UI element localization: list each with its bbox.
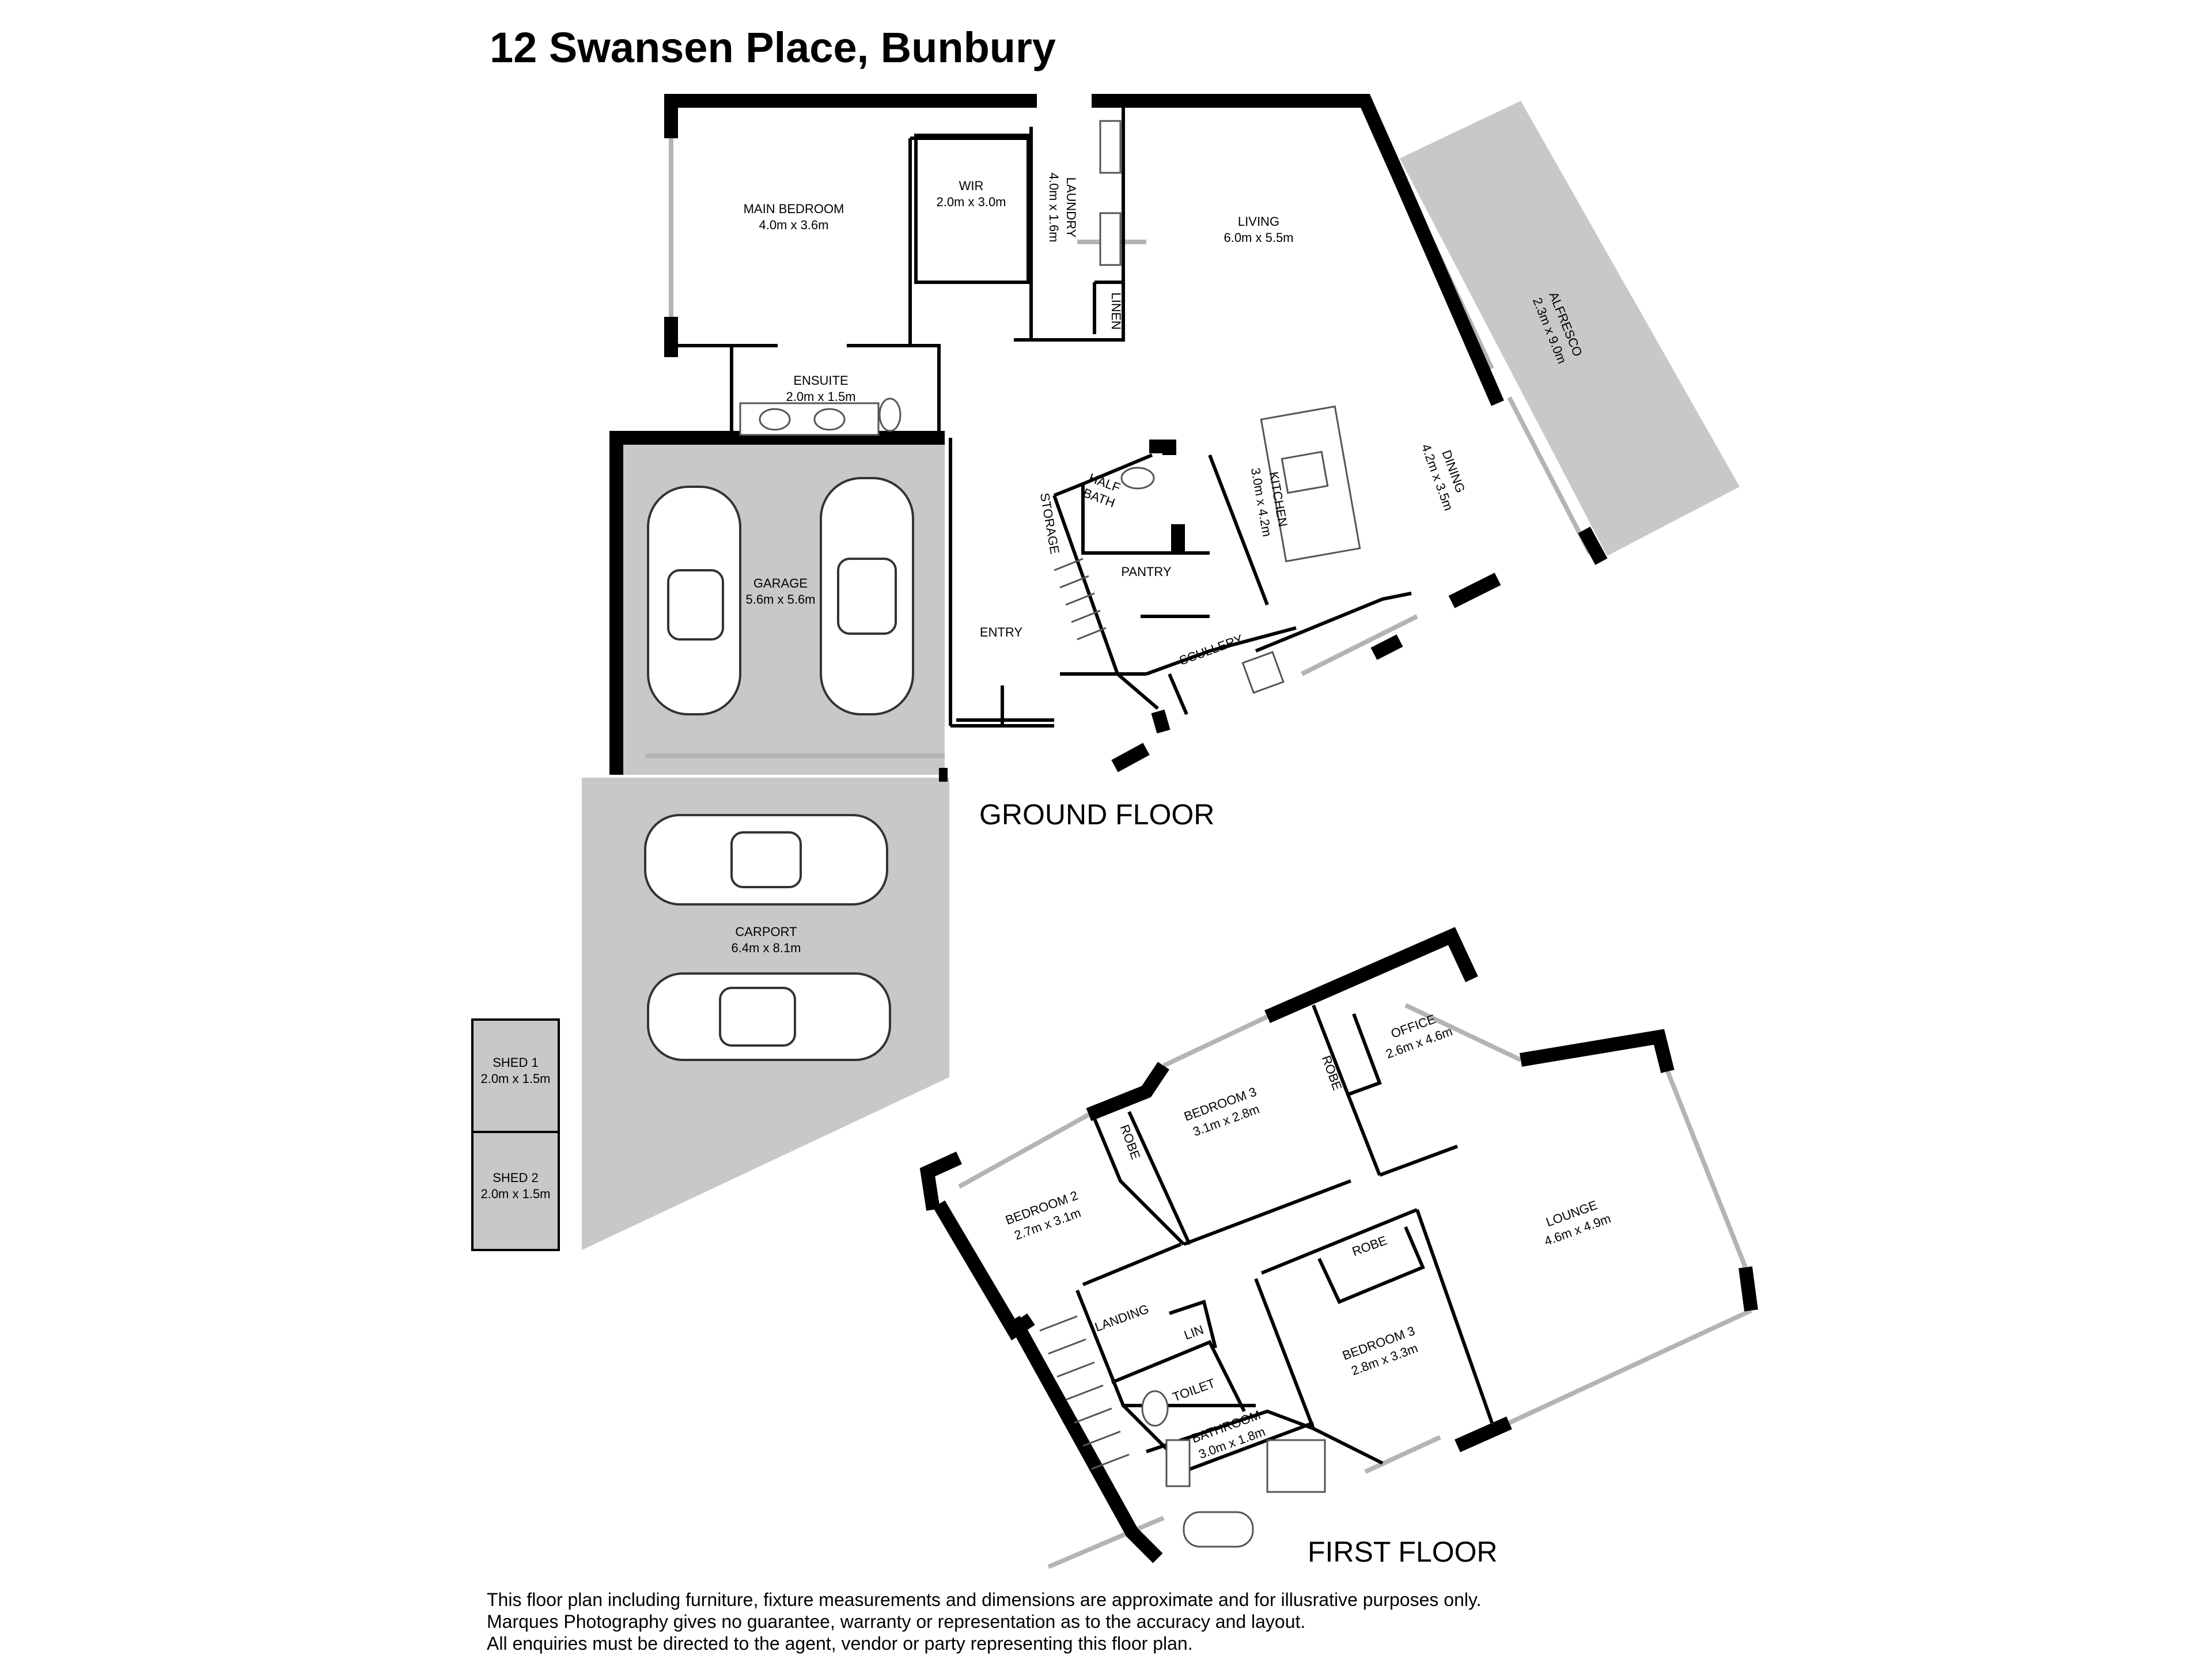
bath-tub-icon: [1183, 1511, 1254, 1548]
shower-icon: [1266, 1439, 1326, 1493]
first-fixtures: [1141, 1390, 1326, 1548]
ensuite-size: 2.0m x 1.5m: [786, 389, 855, 404]
disclaimer-line-1: This floor plan including furniture, fix…: [487, 1589, 1482, 1610]
disclaimer-line-3: All enquiries must be directed to the ag…: [487, 1633, 1193, 1654]
toilet-label: TOILET: [1171, 1376, 1217, 1404]
first-windows: [958, 1003, 1752, 1569]
garage-car-1-icon: [647, 486, 741, 715]
ground-floor-label: GROUND FLOOR: [979, 798, 1215, 831]
ensuite-basin-1: [759, 408, 791, 431]
ground-fixtures: [739, 120, 1361, 694]
wir-label: WIR: [959, 179, 984, 193]
ground-stairs: [1054, 558, 1107, 641]
living-size: 6.0m x 5.5m: [1224, 230, 1293, 245]
laundry-size: 4.0m x 1.6m: [1047, 172, 1061, 242]
laundry-tub: [1099, 120, 1122, 174]
landing-label: LANDING: [1093, 1301, 1150, 1334]
linen-label: LINEN: [1109, 293, 1123, 330]
robe-bed2-label: ROBE: [1118, 1123, 1143, 1161]
carport-label: CARPORT: [735, 925, 797, 939]
first-floor-label: FIRST FLOOR: [1308, 1536, 1498, 1568]
carport-car-2-icon: [647, 972, 891, 1061]
main-bedroom-label: MAIN BEDROOM: [744, 202, 844, 216]
scullery-label: SCULLERY: [1177, 631, 1245, 668]
shed-2-size: 2.0m x 1.5m: [480, 1187, 550, 1201]
shed-1-size: 2.0m x 1.5m: [480, 1071, 550, 1086]
ground-floor: MAIN BEDROOM 4.0m x 3.6m WIR 2.0m x 3.0m…: [471, 94, 1740, 1251]
garage-label: GARAGE: [753, 576, 808, 590]
vanity-icon: [1165, 1439, 1191, 1487]
disclaimer: This floor plan including furniture, fix…: [487, 1589, 1482, 1654]
first-interior-walls: [1075, 1004, 1494, 1476]
living-label: LIVING: [1238, 214, 1279, 229]
disclaimer-line-2: Marques Photography gives no guarantee, …: [487, 1611, 1306, 1632]
half-bath-toilet-icon: [1120, 467, 1155, 490]
first-room-labels: OFFICE 2.6m x 4.6m ROBE BEDROOM 3 3.1m x…: [1003, 1012, 1613, 1461]
garage-car-2-icon: [820, 477, 914, 715]
kitchen-sink-icon: [1281, 450, 1329, 494]
page-title: 12 Swansen Place, Bunbury: [490, 24, 1056, 71]
laundry-label: LAUNDRY: [1064, 177, 1078, 238]
shed-2-area: [471, 1131, 560, 1251]
ensuite-toilet-icon: [878, 397, 902, 432]
wir-size: 2.0m x 3.0m: [936, 195, 1006, 209]
lin-label: LIN: [1182, 1322, 1206, 1342]
first-stairs: [1039, 1315, 1130, 1470]
shed-1-area: [471, 1018, 560, 1133]
alfresco-area: [1400, 101, 1740, 556]
shed-1-label: SHED 1: [493, 1055, 538, 1070]
entry-label: ENTRY: [980, 625, 1022, 639]
first-toilet-icon: [1141, 1390, 1169, 1427]
main-bedroom-size: 4.0m x 3.6m: [759, 218, 828, 232]
first-walls: [919, 927, 1758, 1563]
robe-bed3-label: ROBE: [1350, 1233, 1389, 1259]
ground-walls: [609, 94, 1608, 782]
ensuite-basin-2: [813, 408, 846, 431]
storage-label: STORAGE: [1037, 492, 1062, 555]
ground-interior-walls: [674, 101, 1412, 728]
pantry-label: PANTRY: [1121, 565, 1172, 579]
carport-car-1-icon: [644, 814, 888, 906]
laundry-machine: [1099, 212, 1122, 266]
scullery-sink-icon: [1241, 651, 1285, 694]
shed-2-label: SHED 2: [493, 1171, 538, 1185]
garage-size: 5.6m x 5.6m: [745, 592, 815, 607]
carport-size: 6.4m x 8.1m: [731, 941, 801, 955]
first-floor: OFFICE 2.6m x 4.6m ROBE BEDROOM 3 3.1m x…: [919, 927, 1758, 1569]
ensuite-label: ENSUITE: [793, 373, 848, 388]
ground-cars: [644, 477, 914, 1061]
